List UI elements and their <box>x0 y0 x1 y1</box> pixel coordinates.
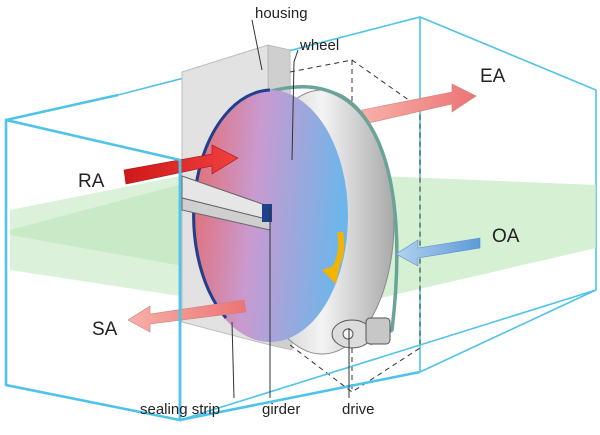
sealing-strip-label: sealing strip <box>140 401 220 418</box>
sa-label: SA <box>92 319 118 340</box>
sealing-strip-edge <box>192 88 271 319</box>
girder-label: girder <box>262 401 300 418</box>
duct-bottom-edge <box>179 289 597 421</box>
wheel-label: wheel <box>299 37 339 54</box>
exhaust-air-arrow <box>361 83 477 125</box>
ra-label: RA <box>78 171 105 192</box>
airflow-divider-plane-left <box>10 176 180 296</box>
outdoor-air-arrow <box>395 237 481 267</box>
drive-belt <box>267 85 399 346</box>
oa-label: OA <box>492 226 520 247</box>
girder-beam <box>181 175 272 231</box>
supply-air-arrow <box>127 299 247 333</box>
motor-icon <box>331 317 391 349</box>
ea-label: EA <box>480 66 506 87</box>
rotation-arrow-icon <box>322 231 345 284</box>
drive-label: drive <box>342 401 375 418</box>
housing-label: housing <box>255 5 308 22</box>
leader-lines <box>231 19 350 399</box>
